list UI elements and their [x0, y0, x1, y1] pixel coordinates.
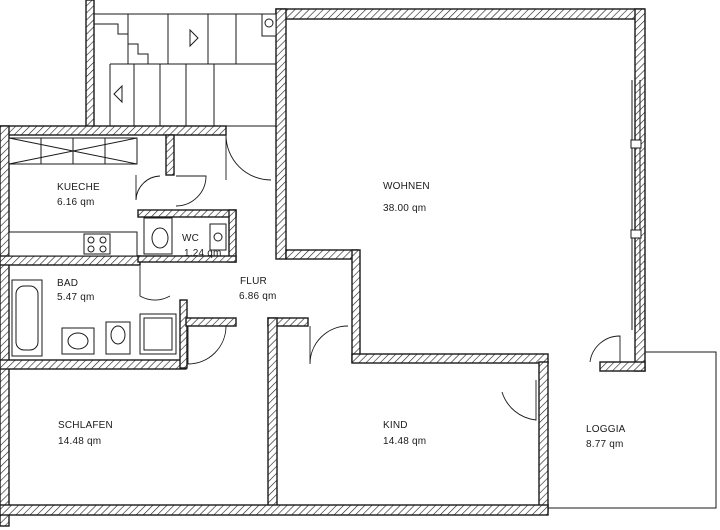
room-kueche-name: KUECHE	[57, 182, 100, 193]
room-loggia: LOGGIA 8.77 qm	[586, 424, 626, 450]
room-schlafen-area: 14.48 qm	[58, 436, 101, 447]
room-kind-name: KIND	[383, 420, 408, 431]
room-kind-area: 14.48 qm	[383, 436, 426, 447]
room-kueche-area: 6.16 qm	[57, 197, 95, 208]
wc-fixtures	[143, 217, 227, 255]
room-flur-area: 6.86 qm	[239, 291, 277, 302]
staircase	[93, 13, 277, 127]
room-kueche: KUECHE 6.16 qm	[57, 182, 100, 208]
room-bad-name: BAD	[57, 278, 78, 289]
door-swings	[135, 134, 621, 421]
room-loggia-area: 8.77 qm	[586, 439, 624, 450]
room-wohnen: WOHNEN 38.00 qm	[383, 181, 430, 214]
room-loggia-name: LOGGIA	[586, 424, 626, 435]
room-bad: BAD 5.47 qm	[57, 278, 95, 303]
kitchen-fixtures	[8, 137, 138, 257]
room-bad-area: 5.47 qm	[57, 292, 95, 303]
room-schlafen: SCHLAFEN 14.48 qm	[58, 420, 113, 447]
room-wc: WC 1.24 qm	[182, 233, 222, 259]
room-kind: KIND 14.48 qm	[383, 420, 426, 447]
room-wc-name: WC	[182, 233, 199, 244]
room-flur-name: FLUR	[240, 276, 267, 287]
loggia-outline	[547, 351, 717, 509]
room-schlafen-name: SCHLAFEN	[58, 420, 113, 431]
room-wc-area: 1.24 qm	[184, 248, 222, 259]
windows	[630, 80, 642, 330]
room-wohnen-name: WOHNEN	[383, 181, 430, 192]
bath-fixtures	[11, 279, 177, 357]
room-flur: FLUR 6.86 qm	[239, 276, 277, 302]
room-wohnen-area: 38.00 qm	[383, 203, 426, 214]
